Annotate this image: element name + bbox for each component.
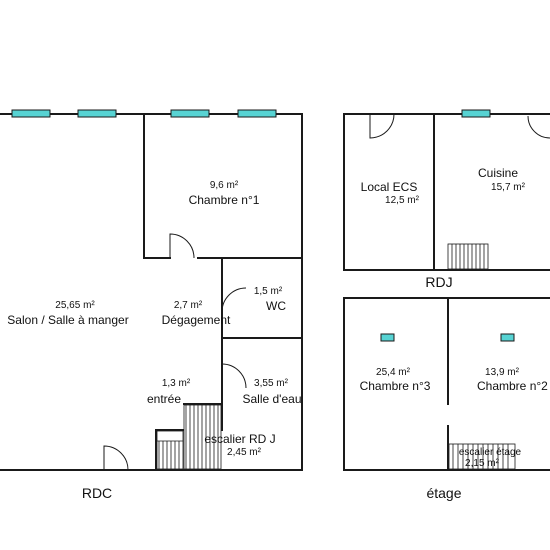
rdj-exterior-wall	[343, 113, 550, 271]
sde-name: Salle d'eau	[242, 392, 301, 406]
wc-name: WC	[266, 299, 286, 313]
chambre1-name: Chambre n°1	[189, 193, 260, 207]
escalier-etage-area: 2,15 m²	[465, 458, 500, 469]
salon-name: Salon / Salle à manger	[7, 313, 128, 327]
wc-area: 1,5 m²	[254, 286, 283, 297]
rdc-window-3	[170, 109, 210, 118]
chambre3-area: 25,4 m²	[376, 367, 411, 378]
etage-plan: 25,4 m² Chambre n°3 13,9 m² Chambre n°2 …	[343, 297, 550, 501]
local-ecs-name: Local ECS	[361, 180, 418, 194]
degagement-name: Dégagement	[162, 313, 231, 327]
etage-window-2	[500, 333, 515, 342]
etage-label: étage	[426, 485, 461, 501]
escalier-rdj-area: 2,45 m²	[227, 447, 262, 458]
entree-area: 1,3 m²	[162, 378, 191, 389]
escalier-rdj-name: escalier RD J	[204, 432, 275, 446]
rdj-window-1	[461, 109, 491, 118]
entree-name: entrée	[147, 392, 181, 406]
rdc-label: RDC	[82, 485, 112, 501]
cuisine-name: Cuisine	[478, 166, 518, 180]
salon-area: 25,65 m²	[55, 300, 95, 311]
degagement-area: 2,7 m²	[174, 300, 203, 311]
cuisine-area: 15,7 m²	[491, 182, 526, 193]
escalier-etage-name: escalier étage	[459, 447, 522, 458]
wc-door	[221, 287, 247, 313]
rdc-window-4	[237, 109, 277, 118]
entry-door	[103, 445, 129, 471]
chambre1-walls	[143, 113, 303, 259]
rdj-plan: Local ECS 12,5 m² Cuisine 15,7 m² RDJ	[343, 109, 550, 290]
rdc-window-1	[11, 109, 51, 118]
rdj-label: RDJ	[425, 274, 452, 290]
local-ecs-area: 12,5 m²	[385, 195, 420, 206]
rdc-exterior-wall	[0, 113, 303, 471]
chambre3-name: Chambre n°3	[360, 379, 431, 393]
chambre2-name: Chambre n°2	[477, 379, 548, 393]
chambre1-area: 9,6 m²	[210, 180, 239, 191]
rdj-stairs	[447, 243, 489, 270]
chambre1-door	[169, 233, 195, 259]
cuisine-door	[527, 115, 550, 139]
etage-window-1	[380, 333, 395, 342]
local-ecs-door	[369, 113, 395, 139]
sde-area: 3,55 m²	[254, 378, 289, 389]
etage-stairs	[448, 443, 516, 470]
chambre2-area: 13,9 m²	[485, 367, 520, 378]
sde-door	[221, 363, 247, 389]
rdc-plan: 9,6 m² Chambre n°1 25,65 m² Salon / Sall…	[0, 109, 303, 501]
rdc-stairs	[156, 404, 222, 470]
rdc-window-2	[77, 109, 117, 118]
